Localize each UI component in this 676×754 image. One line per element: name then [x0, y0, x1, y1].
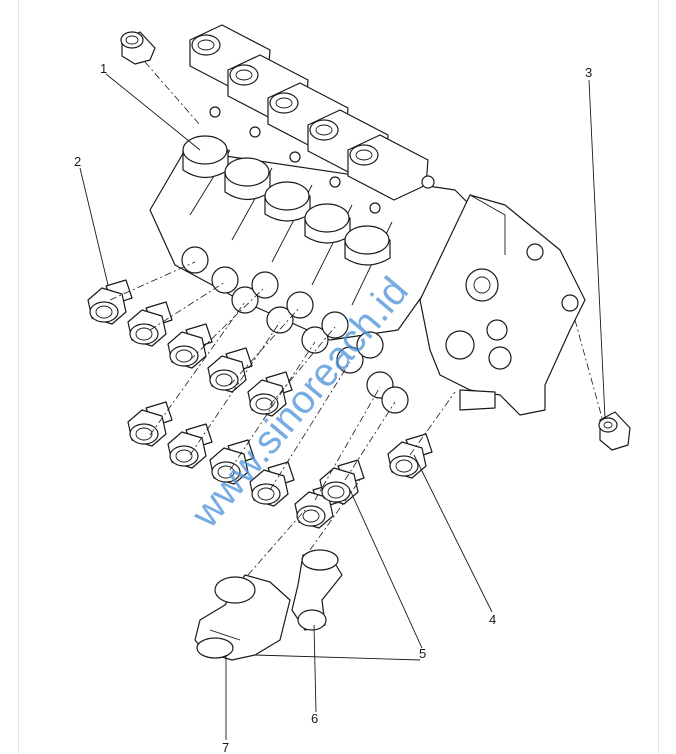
- callout-7: 7: [222, 740, 229, 754]
- elbow-fitting-7: [194, 574, 291, 661]
- adapter-fitting: [247, 371, 293, 417]
- callout-labels: 1 2 3 4 5 6 7: [74, 61, 592, 754]
- adapter-axis-lines: [109, 261, 456, 501]
- axis-line-3: [574, 319, 603, 419]
- small-fittings: [209, 106, 435, 214]
- adapter-fitting: [87, 279, 133, 325]
- adapter-fitting: [249, 461, 295, 507]
- adapter-fittings: [87, 279, 433, 529]
- adapter-fitting: [319, 459, 365, 505]
- inlet-section: [419, 194, 586, 416]
- callout-2: 2: [74, 154, 81, 169]
- leader-lines: [79, 73, 606, 740]
- left-border: [18, 0, 19, 754]
- callout-1: 1: [100, 61, 107, 76]
- adapter-fitting: [167, 423, 213, 469]
- elbow-fitting-6: [291, 549, 343, 631]
- face-ports: [181, 246, 409, 414]
- callout-5: 5: [419, 646, 426, 661]
- adapter-fitting: [387, 433, 433, 479]
- adapter-fitting: [127, 301, 173, 347]
- callout-6: 6: [311, 711, 318, 726]
- callout-4: 4: [489, 612, 496, 627]
- adapter-fitting: [207, 347, 253, 393]
- adapter-fitting: [127, 401, 173, 447]
- spool-caps: [182, 135, 391, 266]
- lever-housings: [189, 24, 429, 201]
- right-border: [658, 0, 659, 754]
- callout-3: 3: [585, 65, 592, 80]
- adapter-fitting: [167, 323, 213, 369]
- plug-fitting-3: [598, 411, 631, 451]
- plug-fitting-1: [120, 31, 156, 65]
- axis-line-1: [144, 61, 201, 126]
- elbow-axis-lines: [247, 479, 361, 576]
